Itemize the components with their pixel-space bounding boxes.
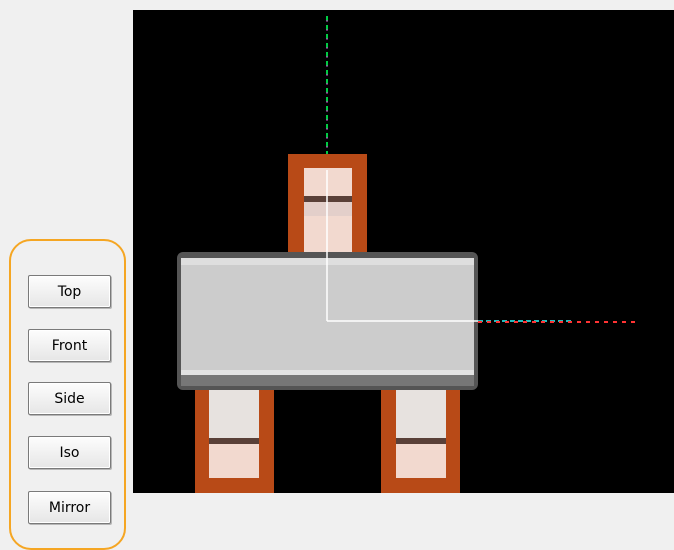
component-model (177, 16, 638, 493)
left-bottom-pad (195, 388, 274, 493)
right-bottom-pad (381, 388, 460, 493)
view-buttons-group (9, 239, 126, 550)
mirror-button[interactable]: Mirror (28, 491, 111, 524)
side-view-button[interactable]: Side (28, 382, 111, 415)
top-view-button[interactable]: Top (28, 275, 111, 308)
iso-view-button[interactable]: Iso (28, 436, 111, 469)
front-view-button[interactable]: Front (28, 329, 111, 362)
3d-viewport[interactable] (133, 10, 674, 493)
status-strip (133, 493, 674, 550)
